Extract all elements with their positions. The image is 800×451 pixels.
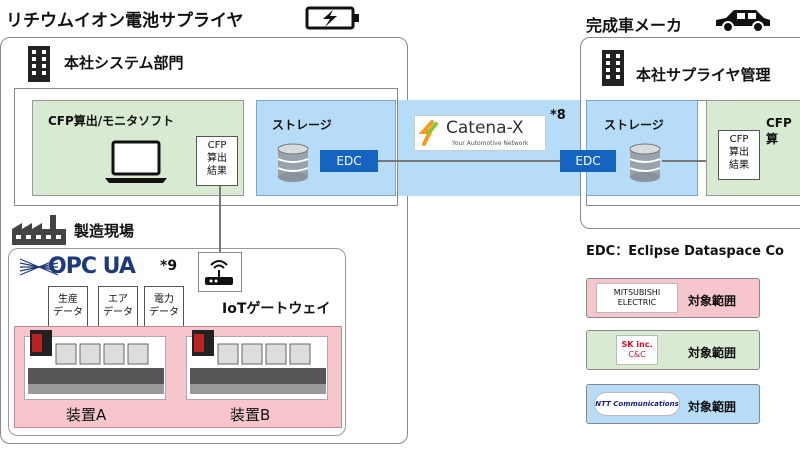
edc-definition: EDC：Eclipse Dataspace Co xyxy=(586,244,784,259)
catenax-logo-box xyxy=(414,115,546,151)
battery-charging-icon xyxy=(305,6,361,30)
logo-line: ELECTRIC xyxy=(617,298,657,307)
ntt-communications-logo: NTT Communications xyxy=(594,392,680,416)
left-storage-label: ストレージ xyxy=(272,118,332,132)
legend-sk-label: 対象範囲 xyxy=(688,346,737,360)
iot-gateway-label: IoTゲートウェイ xyxy=(222,301,331,317)
doc-line: エア xyxy=(108,294,128,305)
right-cfp-result-doc: CFP 算出 結果 xyxy=(718,130,760,180)
left-edc-box: EDC xyxy=(320,150,378,172)
legend-sk xyxy=(586,330,760,370)
legend-mitsubishi-label: 対象範囲 xyxy=(688,294,737,308)
laptop-icon xyxy=(105,140,167,188)
factory-to-hq-line xyxy=(219,186,221,256)
right-database-icon xyxy=(628,143,662,187)
logo-line: SK inc. xyxy=(621,340,653,349)
catenax-tagline: Your Automotive Network xyxy=(452,140,529,147)
doc-line: データ xyxy=(149,307,179,318)
left-database-icon xyxy=(276,143,310,187)
right-edc-box: EDC xyxy=(560,150,616,172)
catenax-note: *8 xyxy=(550,108,566,123)
edc-connection-line xyxy=(378,160,560,162)
catenax-logo-icon xyxy=(418,120,442,150)
right-storage-label: ストレージ xyxy=(604,118,664,132)
legend-ntt-label: 対象範囲 xyxy=(688,400,737,414)
device-a-machine-icon xyxy=(26,330,166,402)
doc-line: 算出 xyxy=(729,147,749,158)
logo-line: C&C xyxy=(628,350,646,359)
mitsubishi-electric-logo: MITSUBISHI ELECTRIC xyxy=(596,283,678,313)
car-icon xyxy=(712,6,774,38)
opcua-label: OPC UA xyxy=(48,254,136,279)
doc-line: 結果 xyxy=(729,160,749,171)
doc-line: データ xyxy=(103,307,133,318)
device-b-label: 装置B xyxy=(230,406,271,424)
sk-inc-logo: SK inc. C&C xyxy=(616,335,658,365)
device-b-machine-icon xyxy=(188,330,328,402)
doc-line: データ xyxy=(53,307,83,318)
left-cfp-result-doc: CFP 算出 結果 xyxy=(196,136,238,186)
right-cfp-software-label: CFP算 xyxy=(766,116,792,146)
right-hq-title: 本社サプライヤ管理 xyxy=(636,66,771,84)
catenax-name: Catena-X xyxy=(446,118,524,138)
air-data-doc: エア データ xyxy=(98,286,138,328)
right-building-icon xyxy=(600,48,626,92)
logo-line: NTT Communications xyxy=(595,400,679,408)
doc-line: 電力 xyxy=(154,294,174,305)
left-company-title: リチウムイオン電池サプライヤ xyxy=(6,11,244,31)
left-hq-title: 本社システム部門 xyxy=(64,54,184,72)
right-company-title: 完成車メーカ xyxy=(586,16,683,35)
power-data-doc: 電力 データ xyxy=(144,286,184,328)
logo-line: MITSUBISHI xyxy=(613,288,661,297)
device-a-label: 装置A xyxy=(66,406,107,424)
doc-line: 生産 xyxy=(58,294,78,305)
doc-line: CFP xyxy=(207,140,227,151)
factory-title: 製造現場 xyxy=(74,222,135,240)
iot-gateway-icon xyxy=(198,252,242,292)
factory-icon xyxy=(10,213,68,251)
production-data-doc: 生産 データ xyxy=(48,286,88,328)
doc-line: 結果 xyxy=(207,166,227,177)
doc-line: 算出 xyxy=(207,153,227,164)
opcua-note: *9 xyxy=(160,258,178,274)
building-icon xyxy=(26,44,52,88)
opcua-logo xyxy=(18,255,158,283)
left-cfp-software-label: CFP算出/モニタソフト xyxy=(48,114,175,128)
doc-line: CFP xyxy=(729,134,749,145)
